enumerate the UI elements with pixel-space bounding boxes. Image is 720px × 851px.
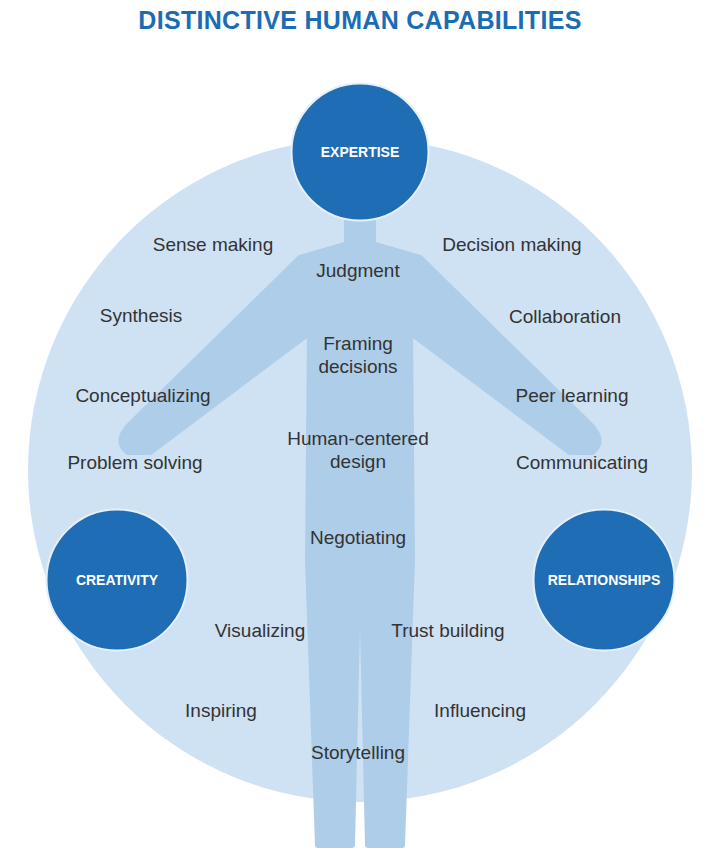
capability-label: Framing decisions: [298, 332, 418, 378]
silhouette-body: [121, 245, 598, 845]
capability-label: Synthesis: [100, 304, 182, 327]
capability-label: Storytelling: [311, 741, 405, 764]
category-name: CREATIVITY: [45, 508, 189, 652]
capability-label: Problem solving: [67, 451, 202, 474]
capability-label: Judgment: [316, 259, 399, 282]
category-circle: CREATIVITY: [45, 508, 189, 652]
capability-label: Visualizing: [215, 619, 305, 642]
capability-label: Trust building: [391, 619, 504, 642]
diagram-title: DISTINCTIVE HUMAN CAPABILITIES: [0, 6, 720, 35]
category-name: EXPERTISE: [290, 82, 430, 222]
capability-label: Conceptualizing: [75, 384, 210, 407]
capability-label: Sense making: [153, 233, 273, 256]
capability-label: Inspiring: [185, 699, 257, 722]
category-circle: RELATIONSHIPS: [532, 508, 676, 652]
capability-label: Peer learning: [515, 384, 628, 407]
capability-label: Human-centered design: [278, 427, 438, 473]
capability-label: Decision making: [442, 233, 581, 256]
capability-label: Negotiating: [310, 526, 406, 549]
category-name: RELATIONSHIPS: [532, 508, 676, 652]
outer-circle: [28, 138, 692, 802]
human-silhouette: [121, 162, 598, 845]
category-circle: EXPERTISE: [290, 82, 430, 222]
capability-label: Communicating: [516, 451, 648, 474]
capability-label: Collaboration: [509, 305, 621, 328]
capability-label: Influencing: [434, 699, 526, 722]
